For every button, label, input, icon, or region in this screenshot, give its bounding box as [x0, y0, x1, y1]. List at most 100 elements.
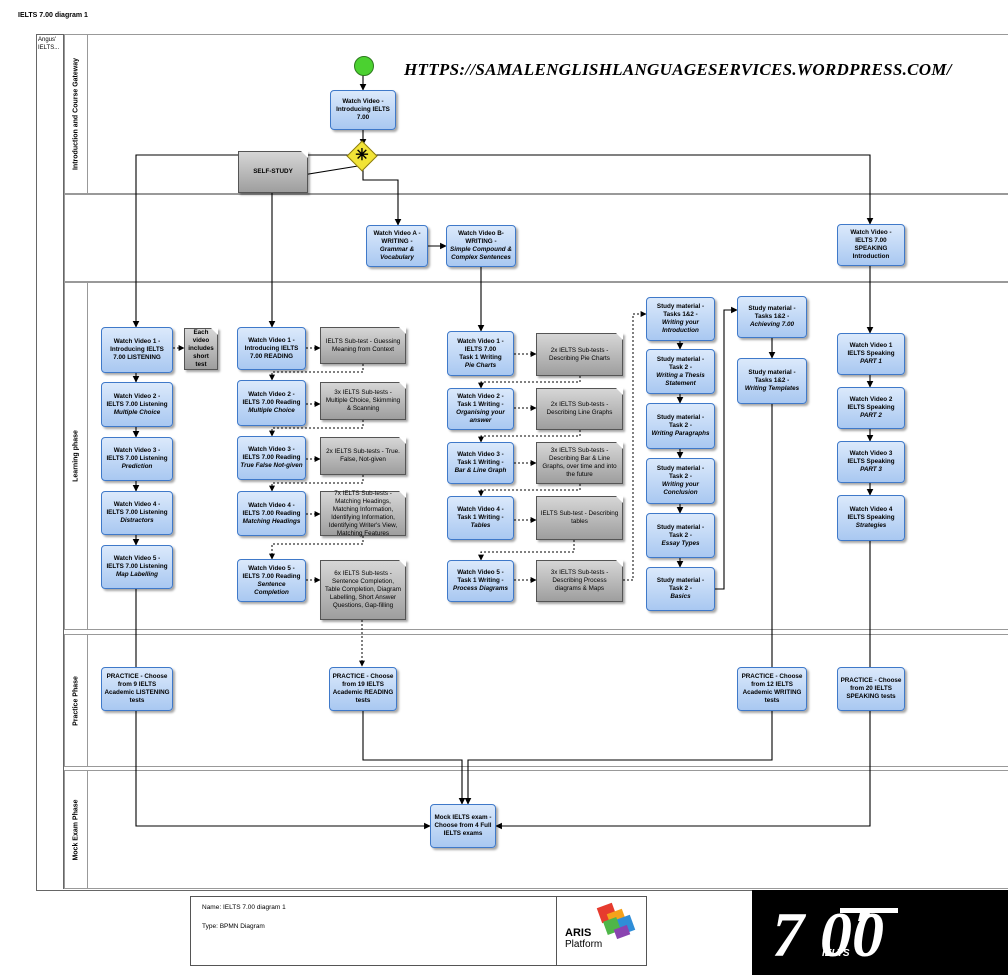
task-line: Academic WRITING: [742, 689, 802, 696]
task-line: Watch Video 4 -: [457, 506, 504, 513]
task-writing-a[interactable]: Watch Video A -WRITING -Grammar &Vocabul…: [366, 225, 428, 267]
ielts-700-logo: 7 00 IELTS: [752, 890, 1008, 975]
task-line: Study material -: [656, 577, 705, 584]
task-line: Study material -: [656, 523, 705, 531]
task-line: Introducing IELTS: [244, 344, 299, 352]
task-study-2[interactable]: Study material -Task 2 -Writing a Thesis…: [646, 349, 715, 394]
task-study-right-2[interactable]: Study material -Tasks 1&2 -Writing Templ…: [737, 358, 807, 404]
task-line: Task 1 Writing -: [457, 514, 504, 521]
task-writing1-5[interactable]: Watch Video 5 -Task 1 Writing -Process D…: [447, 560, 514, 602]
task-line: Watch Video 2: [849, 396, 893, 403]
task-line: Tasks 1&2 -: [754, 313, 790, 320]
task-line: Task 2 -: [669, 585, 692, 592]
task-line: Study material -: [748, 305, 796, 312]
task-study-right-1[interactable]: Study material -Tasks 1&2 -Achieving 7.0…: [737, 296, 807, 338]
task-line: Mock IELTS exam -: [434, 814, 492, 821]
task-line: Conclusion: [663, 489, 698, 496]
task-line: Watch Video 2 -: [248, 391, 295, 398]
task-line: Watch Video 3 -: [113, 447, 161, 454]
task-line: from 9 IELTS: [117, 681, 157, 688]
task-line: Watch Video 1 -: [248, 336, 295, 344]
task-line: tests: [764, 697, 780, 704]
document-title: IELTS 7.00 diagram 1: [18, 12, 88, 19]
writing-note-1: 2x IELTS Sub-tests - Describing Pie Char…: [536, 333, 623, 376]
task-line: Map Labelling: [116, 571, 158, 578]
task-line: Prediction: [121, 463, 153, 470]
task-line: PART 2: [860, 412, 882, 419]
task-line: PART 3: [860, 466, 882, 473]
task-line: True False Not-given: [240, 462, 303, 469]
task-line: IELTS Speaking: [847, 404, 895, 411]
legend-brand: ARIS: [565, 927, 592, 939]
task-writing1-3[interactable]: Watch Video 3 -Task 1 Writing -Bar & Lin…: [447, 442, 514, 484]
task-line: IELTS 7.00 Listening: [106, 400, 168, 408]
task-line: PRACTICE - Choose: [332, 673, 394, 680]
gun-icon: [840, 908, 898, 921]
task-line: Writing your: [662, 319, 699, 326]
task-line: IELTS 7.00 SPEAKING: [854, 237, 888, 252]
task-line: Study material -: [656, 303, 705, 310]
task-line: Complex Sentences: [451, 254, 511, 261]
listening-note: Each video includes short test: [184, 328, 218, 370]
task-line: Tasks 1&2 -: [663, 311, 698, 318]
writing-note-3: 3x IELTS Sub-tests - Describing Bar & Li…: [536, 442, 623, 484]
task-writing1-2[interactable]: Watch Video 2 -Task 1 Writing -Organisin…: [447, 388, 514, 430]
reading-note-2: 3x IELTS Sub-tests - Multiple Choice, Sk…: [320, 382, 406, 420]
task-line: Sentence Completion: [254, 580, 289, 596]
task-line: answer: [469, 417, 492, 424]
task-line: Introduction: [852, 253, 890, 260]
task-line: Academic READING: [332, 689, 394, 696]
task-line: 7.00: [356, 114, 370, 121]
task-line: IELTS 7.00 Listening: [106, 509, 168, 516]
task-study-3[interactable]: Study material -Task 2 -Writing Paragrap…: [646, 403, 715, 449]
task-line: Tables: [470, 522, 491, 529]
task-line: Introducing IELTS: [110, 346, 164, 353]
task-line: Watch Video 4: [849, 506, 893, 513]
task-writing-b[interactable]: Watch Video B-WRITING -Simple Compound &…: [446, 225, 516, 267]
task-line: from 19 IELTS: [342, 681, 384, 688]
task-line: 7.00 READING: [249, 352, 294, 360]
task-line: Achieving 7.00: [749, 321, 795, 328]
task-line: Watch Video 3 -: [248, 446, 295, 453]
task-line: Pie Charts: [464, 361, 497, 369]
task-line: Introducing IELTS: [336, 106, 390, 113]
task-line: IELTS 7.00 Listening: [106, 563, 168, 570]
lane-practice: Practice Phase: [64, 634, 1008, 767]
task-line: Essay Types: [661, 539, 700, 547]
task-study-5[interactable]: Study material -Task 2 -Essay Types: [646, 513, 715, 558]
task-line: Watch Video 1 -: [457, 337, 504, 345]
legend-type: Type: BPMN Diagram: [202, 923, 265, 930]
task-study-6[interactable]: Study material -Task 2 -Basics: [646, 567, 715, 611]
task-line: Tasks 1&2 -: [754, 377, 790, 384]
task-line: IELTS 7.00 Reading: [242, 509, 301, 517]
task-line: IELTS 7.00 Reading: [242, 454, 301, 461]
task-writing1-4[interactable]: Watch Video 4 -Task 1 Writing -Tables: [447, 496, 514, 540]
website-url: HTTPS://SAMALENGLISHLANGUAGESERVICES.WOR…: [404, 60, 952, 79]
task-line: IELTS 7.00 Reading: [242, 572, 301, 580]
lane-intro-lower: [64, 194, 1008, 282]
